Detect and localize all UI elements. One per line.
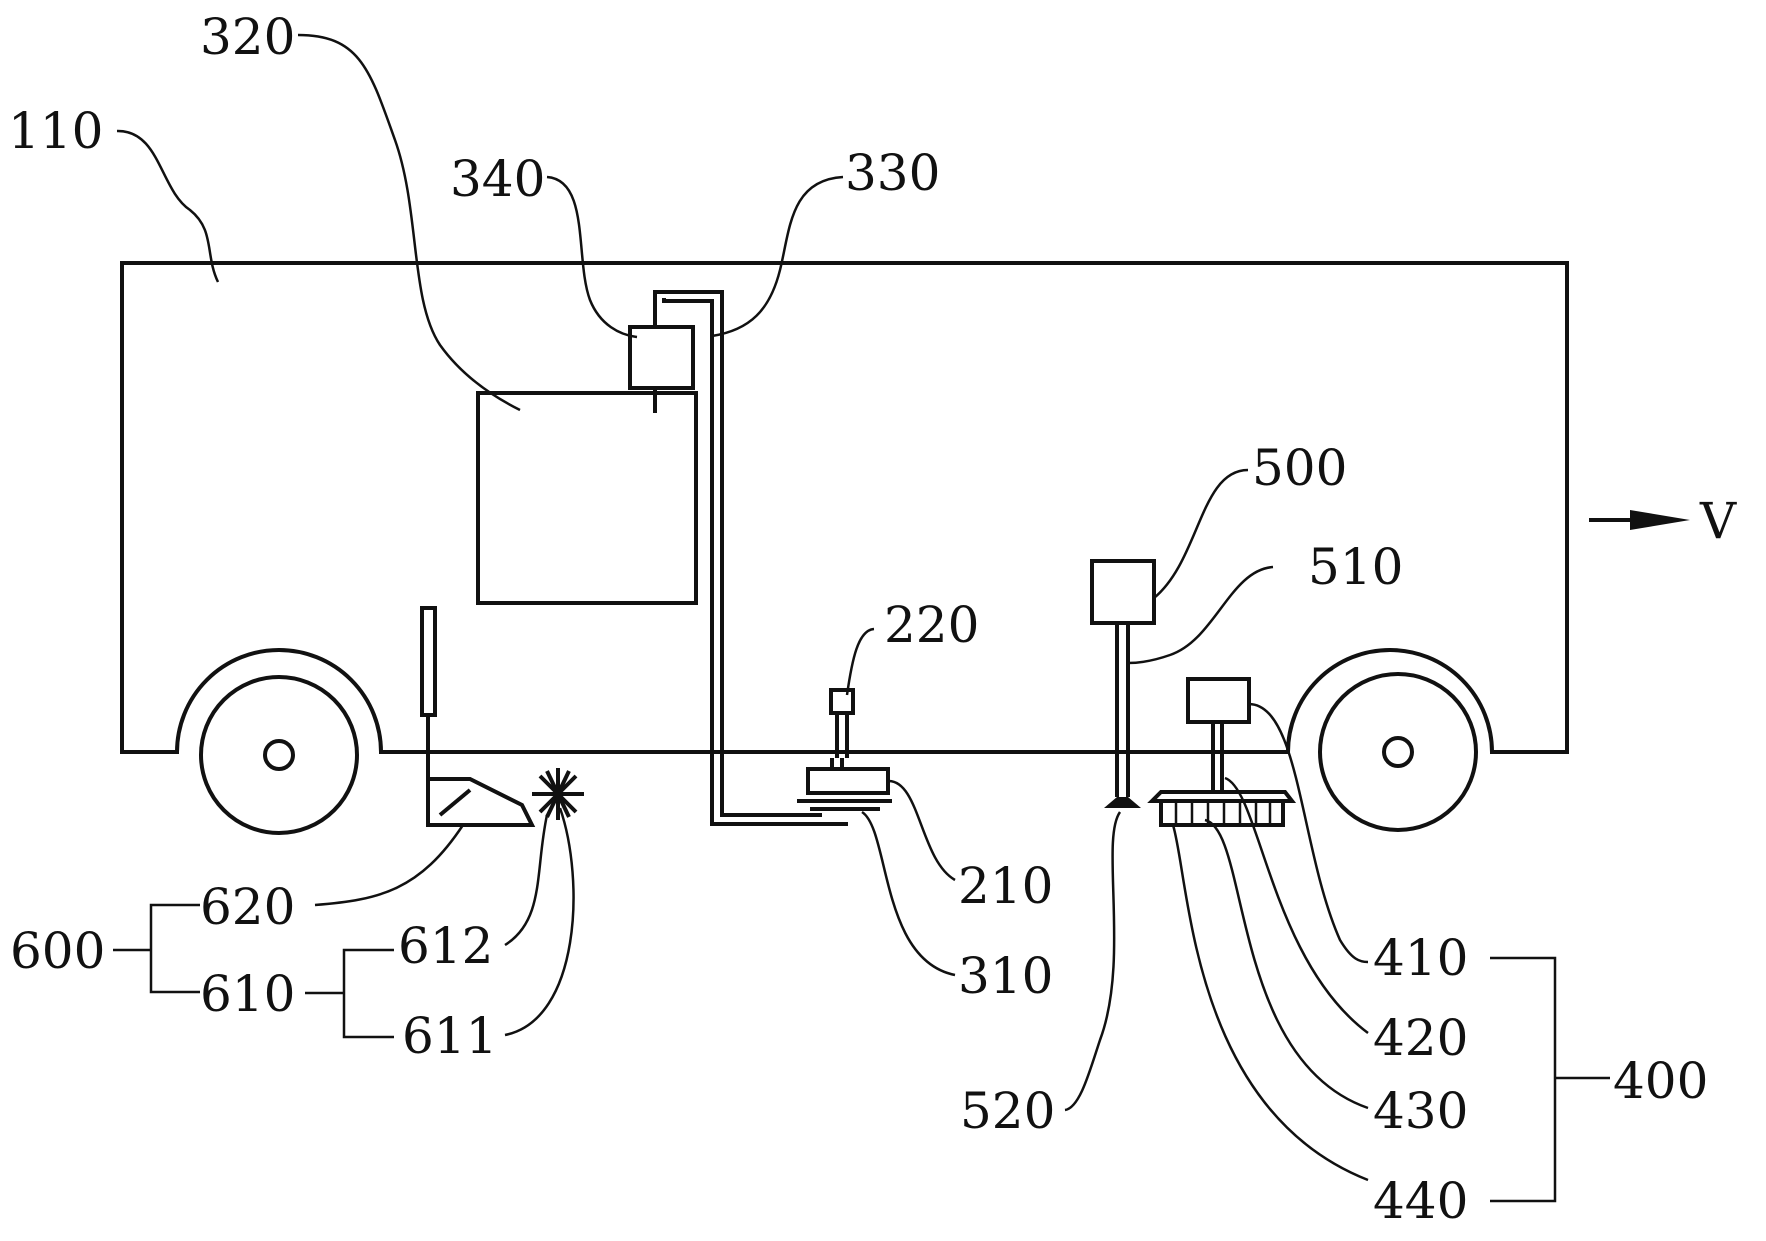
leader-420 (1224, 776, 1369, 1035)
leader-210 (887, 779, 956, 882)
label-320: 320 (200, 8, 295, 66)
label-110: 110 (8, 102, 103, 160)
label-611: 611 (402, 1007, 497, 1065)
leader-110 (116, 129, 220, 283)
direction-arrow (1589, 510, 1690, 530)
label-410: 410 (1373, 929, 1468, 987)
label-620: 620 (200, 878, 295, 936)
spin-brush-611 (532, 768, 584, 820)
leader-330 (711, 175, 844, 338)
sensor-220 (829, 688, 855, 758)
rear-wheel (199, 675, 359, 835)
label-520: 520 (960, 1082, 1055, 1140)
leader-500 (1153, 468, 1249, 599)
label-610: 610 (200, 965, 295, 1023)
bracket-610 (305, 948, 394, 1039)
label-600: 600 (10, 922, 105, 980)
pump-340 (628, 298, 695, 413)
label-330: 330 (845, 144, 940, 202)
leader-440 (1171, 824, 1369, 1182)
front-wheel (1318, 672, 1478, 832)
nozzle-210 (797, 758, 892, 811)
label-510: 510 (1308, 538, 1403, 596)
brush-430 (1147, 790, 1297, 827)
pole-510 (1104, 623, 1141, 808)
label-310: 310 (958, 947, 1053, 1005)
label-500: 500 (1252, 439, 1347, 497)
leader-611 (504, 807, 575, 1037)
leader-410 (1248, 702, 1369, 964)
label-400: 400 (1613, 1052, 1708, 1110)
leader-310 (861, 810, 956, 977)
pipe-330 (653, 290, 822, 817)
label-440: 440 (1373, 1172, 1468, 1230)
leader-340 (546, 175, 638, 339)
label-430: 430 (1373, 1082, 1468, 1140)
label-210: 210 (958, 857, 1053, 915)
leader-220 (845, 627, 875, 696)
label-direction: V (1699, 492, 1737, 550)
controller-500 (1090, 559, 1156, 625)
label-220: 220 (884, 596, 979, 654)
leader-510 (1127, 565, 1274, 665)
tank-320 (476, 391, 698, 605)
leader-620 (314, 824, 465, 907)
pipe-330-inner (662, 298, 848, 826)
leader-520 (1064, 811, 1122, 1112)
vehicle-body (120, 261, 1569, 754)
scraper-620 (420, 606, 536, 827)
label-420: 420 (1373, 1009, 1468, 1067)
box-410 (1186, 677, 1251, 724)
leader-320 (297, 33, 521, 412)
label-340: 340 (450, 150, 545, 208)
bracket-600 (113, 903, 200, 994)
label-612: 612 (398, 917, 493, 975)
leader-612 (504, 814, 549, 947)
bracket-400 (1490, 956, 1610, 1203)
leader-430 (1204, 818, 1369, 1110)
